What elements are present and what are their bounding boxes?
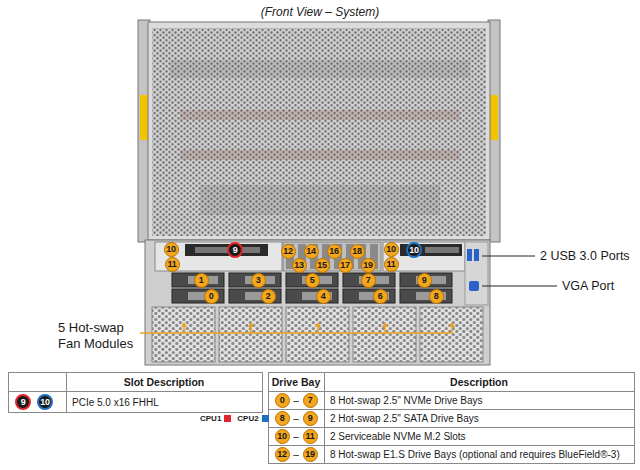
cpu2-slot-number: 10 [406, 242, 422, 258]
callout-number: 10 [384, 242, 399, 257]
callout-number: 8 [429, 289, 444, 304]
chassis-front-panel [145, 240, 490, 365]
callout-number: 15 [315, 258, 330, 273]
callout-label: 5 Hot-swap Fan Modules [58, 320, 142, 353]
table-header: Drive Bay [272, 376, 320, 388]
legend-text: CPU1 [200, 414, 221, 423]
callout-label: VGA Port [562, 279, 614, 293]
callout-number: 16 [327, 244, 342, 259]
callout-number: 7 [303, 393, 318, 408]
cpu1-slot-number: 9 [15, 394, 31, 410]
table-header: Description [450, 376, 508, 388]
callout-number: 9 [417, 273, 432, 288]
leader-lines [140, 256, 557, 333]
callout-number: 12 [275, 447, 290, 462]
table-header: Slot Description [124, 376, 205, 388]
callout-number: 3 [251, 273, 266, 288]
callout-number: 19 [303, 447, 318, 462]
callout-number: 9 [303, 411, 318, 426]
table-cell: 2 Serviceable NVMe M.2 Slots [330, 431, 466, 442]
callout-number: 14 [304, 244, 319, 259]
callout-number: 2 [261, 289, 276, 304]
callout-number: 18 [350, 244, 365, 259]
drive-bays [172, 273, 452, 303]
cpu1-slot-number: 9 [227, 242, 243, 258]
table-cell: 2 Hot-swap 2.5" SATA Drive Bays [330, 413, 479, 424]
callout-number: 8 [275, 411, 290, 426]
callout-number: 10 [164, 242, 179, 257]
callout-number: 0 [204, 289, 219, 304]
callout-number: 19 [361, 258, 376, 273]
range-dash: – [293, 449, 299, 460]
range-dash: – [293, 431, 299, 442]
table-cell: PCIe 5.0 x16 FHHL [72, 397, 159, 408]
callout-number: 12 [281, 244, 296, 259]
callout-label: 2 USB 3.0 Ports [540, 249, 630, 263]
legend-text: CPU2 [237, 414, 258, 423]
legend-swatch [262, 415, 269, 422]
drive-table [269, 373, 635, 464]
fan-modules [152, 307, 483, 362]
callout-number: 5 [305, 273, 320, 288]
callout-number: 7 [361, 273, 376, 288]
callout-number: 11 [303, 429, 318, 444]
callout-number: 11 [384, 257, 399, 272]
callout-number: 13 [292, 258, 307, 273]
callout-number: 1 [194, 273, 209, 288]
range-dash: – [293, 413, 299, 424]
callout-number: 10 [275, 429, 290, 444]
cpu2-slot-number: 10 [37, 394, 53, 410]
callout-number: 6 [373, 289, 388, 304]
figure-title: (Front View – System) [0, 5, 640, 19]
table-cell: 8 Hot-swap 2.5" NVMe Drive Bays [330, 395, 483, 406]
legend-swatch [224, 415, 231, 422]
callout-number: 17 [338, 258, 353, 273]
table-cell: 8 Hot-swap E1.S Drive Bays (optional and… [330, 449, 620, 460]
callout-number: 4 [316, 289, 331, 304]
range-dash: – [293, 395, 299, 406]
slot-table [9, 373, 263, 413]
callout-number: 0 [275, 393, 290, 408]
legend: CPU1 CPU2 [200, 414, 269, 423]
callout-number: 11 [165, 257, 180, 272]
chassis-top [138, 20, 500, 242]
